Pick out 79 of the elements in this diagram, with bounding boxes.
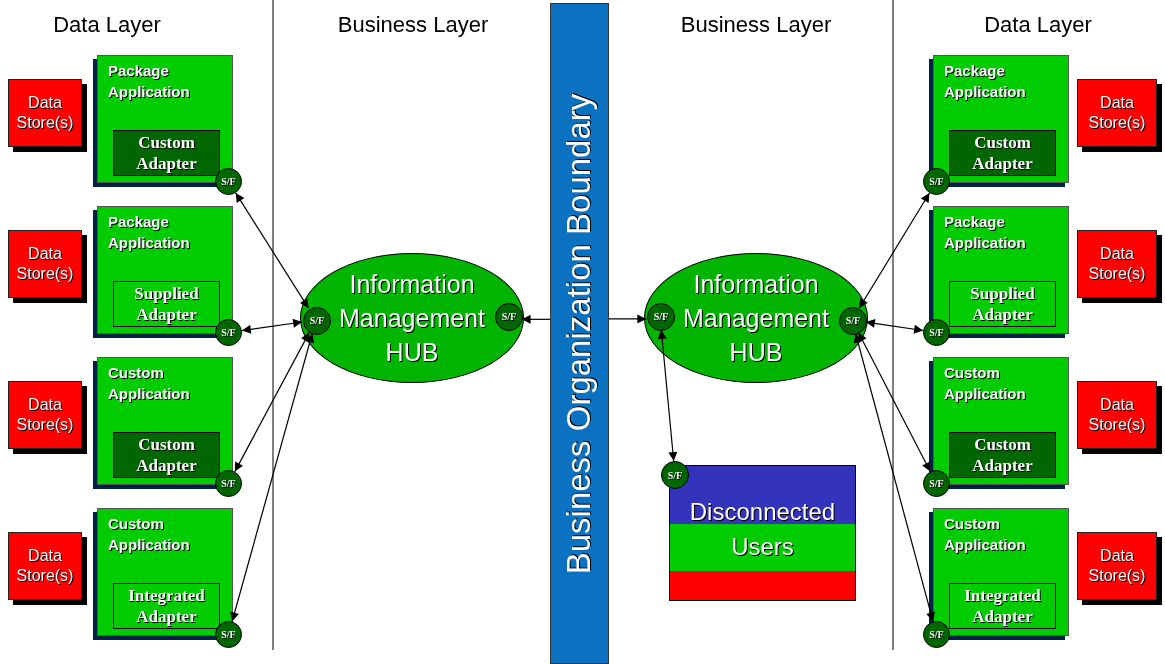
node-label: Data Store(s) <box>15 395 75 435</box>
node-label: Data Store(s) <box>15 244 75 284</box>
node-label: Custom Application <box>108 514 191 555</box>
boundary-band <box>550 3 609 664</box>
users-box <box>669 465 856 601</box>
store-forward-circle <box>215 168 242 195</box>
store-forward-circle <box>647 303 675 331</box>
sf-label: S/F <box>929 629 944 640</box>
adapter-box <box>113 130 220 176</box>
store-forward-circle <box>303 307 331 335</box>
store-forward-circle <box>215 319 242 346</box>
sf-label: S/F <box>652 310 670 324</box>
arrow <box>858 192 931 309</box>
store-forward-circle <box>495 303 523 331</box>
column-header: Data Layer <box>53 12 161 38</box>
node-label: Data Store(s) <box>15 93 75 133</box>
node-label: Data Store(s) <box>1087 244 1147 284</box>
column-header: Business Layer <box>337 12 489 38</box>
sf-label: S/F <box>667 469 683 481</box>
node-label: Package Application <box>108 61 191 102</box>
arrow <box>865 318 924 334</box>
store-forward-circle <box>923 168 950 195</box>
node-label: Package Application <box>944 61 1027 102</box>
node-label: Custom Adapter <box>971 132 1034 174</box>
store-forward-circle <box>661 461 689 489</box>
adapter-box <box>113 432 220 478</box>
arrow <box>857 331 931 473</box>
store-forward-circle <box>215 621 242 648</box>
adapter-box <box>949 583 1056 629</box>
sf-label: S/F <box>221 176 236 187</box>
store-forward-circle <box>215 470 242 497</box>
sf-label: S/F <box>308 314 326 328</box>
column-header: Business Layer <box>680 12 832 38</box>
store-forward-circle <box>839 307 867 335</box>
node-label: Supplied Adapter <box>133 283 200 325</box>
node-label: Data Store(s) <box>15 546 75 586</box>
arrow <box>230 332 315 623</box>
arrow <box>608 314 647 324</box>
arrow <box>853 332 935 623</box>
sf-label: S/F <box>221 478 236 489</box>
arrow <box>521 314 551 324</box>
node-label: Data Store(s) <box>1087 93 1147 133</box>
node-label: Custom Adapter <box>135 132 198 174</box>
sf-label: S/F <box>929 478 944 489</box>
column-header: Data Layer <box>984 12 1092 38</box>
node-label: Integrated Adapter <box>963 585 1042 627</box>
sf-label: S/F <box>221 629 236 640</box>
store-forward-circle <box>923 470 950 497</box>
adapter-box <box>113 583 220 629</box>
node-label: Information Management HUB <box>682 269 830 368</box>
store-forward-circle <box>923 319 950 346</box>
node-label: Custom Adapter <box>135 434 198 476</box>
node-label: Integrated Adapter <box>127 585 206 627</box>
node-label: Information Management HUB <box>338 269 486 368</box>
adapter-box <box>949 432 1056 478</box>
store-forward-circle <box>923 621 950 648</box>
adapter-box <box>113 281 220 327</box>
sf-label: S/F <box>500 310 518 324</box>
node-label: Custom Adapter <box>971 434 1034 476</box>
adapter-box <box>949 281 1056 327</box>
arrow <box>241 318 303 334</box>
arrow <box>657 329 678 462</box>
node-label: Disconnected Users <box>688 497 837 562</box>
node-label: Supplied Adapter <box>969 283 1036 325</box>
sf-label: S/F <box>929 327 944 338</box>
sf-label: S/F <box>844 314 862 328</box>
node-label: Data Store(s) <box>1087 395 1147 435</box>
node-label: Custom Application <box>944 514 1027 555</box>
sf-label: S/F <box>929 176 944 187</box>
adapter-box <box>949 130 1056 176</box>
node-label: Custom Application <box>108 363 191 404</box>
node-label: Custom Application <box>944 363 1027 404</box>
node-label: Package Application <box>944 212 1027 253</box>
sf-label: S/F <box>221 327 236 338</box>
boundary-label: Business Organization Boundary <box>560 93 599 574</box>
node-label: Data Store(s) <box>1087 546 1147 586</box>
node-label: Package Application <box>108 212 191 253</box>
arrow <box>235 192 310 309</box>
arrow <box>234 331 310 473</box>
